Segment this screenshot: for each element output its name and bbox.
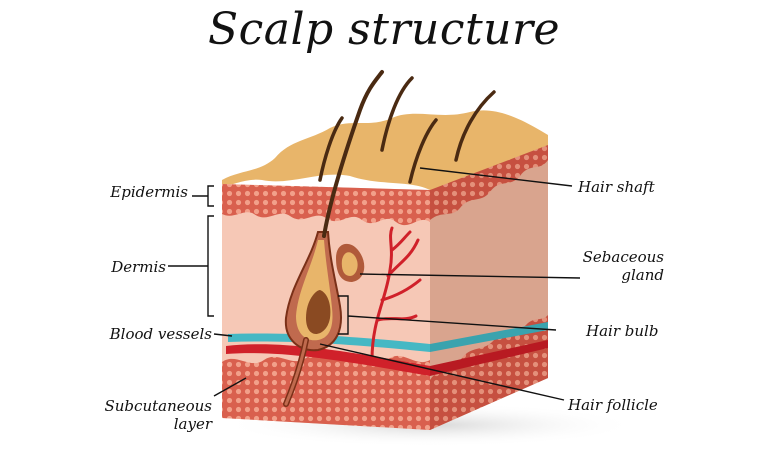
label-epidermis: Epidermis (110, 183, 188, 201)
subcutaneous-leader (213, 377, 247, 397)
label-hair-shaft: Hair shaft (578, 178, 655, 196)
blood-vessel-blue-side (430, 322, 548, 352)
label-dermis: Dermis (111, 258, 166, 276)
label-subcutaneous-line2: layer (173, 415, 212, 433)
hair-shafts (318, 70, 496, 238)
dermis-bracket (168, 215, 214, 317)
hair-bulb-bracket (338, 295, 557, 335)
hair-bulb-shape (306, 290, 331, 334)
label-sebaceous-line1: Sebaceous (582, 248, 664, 266)
hair-follicle-leader (319, 343, 565, 401)
label-hair-follicle: Hair follicle (568, 396, 658, 414)
side-subcutaneous (430, 315, 548, 430)
label-subcutaneous: Subcutaneous layer (90, 397, 213, 433)
label-brackets (168, 167, 581, 401)
label-blood-vessels: Blood vessels (109, 325, 212, 343)
label-sebaceous-gland: Sebaceous gland (560, 248, 664, 284)
label-subcutaneous-line1: Subcutaneous (104, 397, 213, 415)
label-sebaceous-line2: gland (621, 266, 664, 284)
front-epidermis-band (222, 184, 430, 226)
front-subcutaneous (222, 353, 430, 430)
sebaceous-leader (359, 273, 581, 279)
side-epidermis-band (430, 143, 548, 220)
hair-shaft-leader (419, 167, 573, 187)
epidermis-bracket (192, 185, 214, 207)
blood-vessels-leader (213, 333, 233, 337)
label-hair-bulb: Hair bulb (586, 322, 659, 340)
blood-vessel-red (226, 344, 430, 376)
page-title: Scalp structure (207, 4, 561, 55)
blood-vessel-red-side (430, 340, 548, 376)
